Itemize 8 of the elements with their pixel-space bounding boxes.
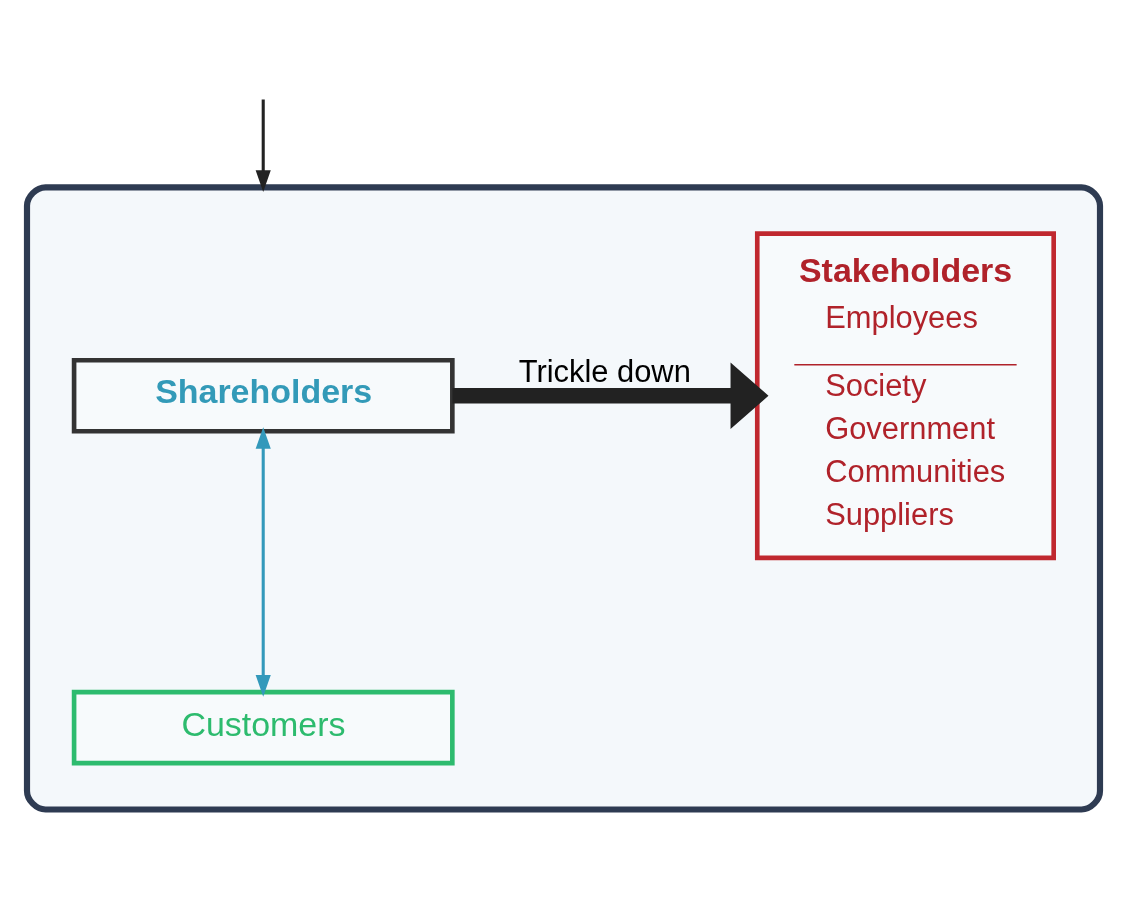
node-box: Stakeholders Employees Society Government Communities Suppliers [754,230,1056,560]
cluster [23,183,1104,813]
arrow [452,362,769,429]
arrow [255,426,271,697]
edge-label: Trickle down [518,353,691,389]
arrow [255,99,271,192]
node-box: Customers [71,689,455,765]
node-box: Shareholders [71,357,455,434]
